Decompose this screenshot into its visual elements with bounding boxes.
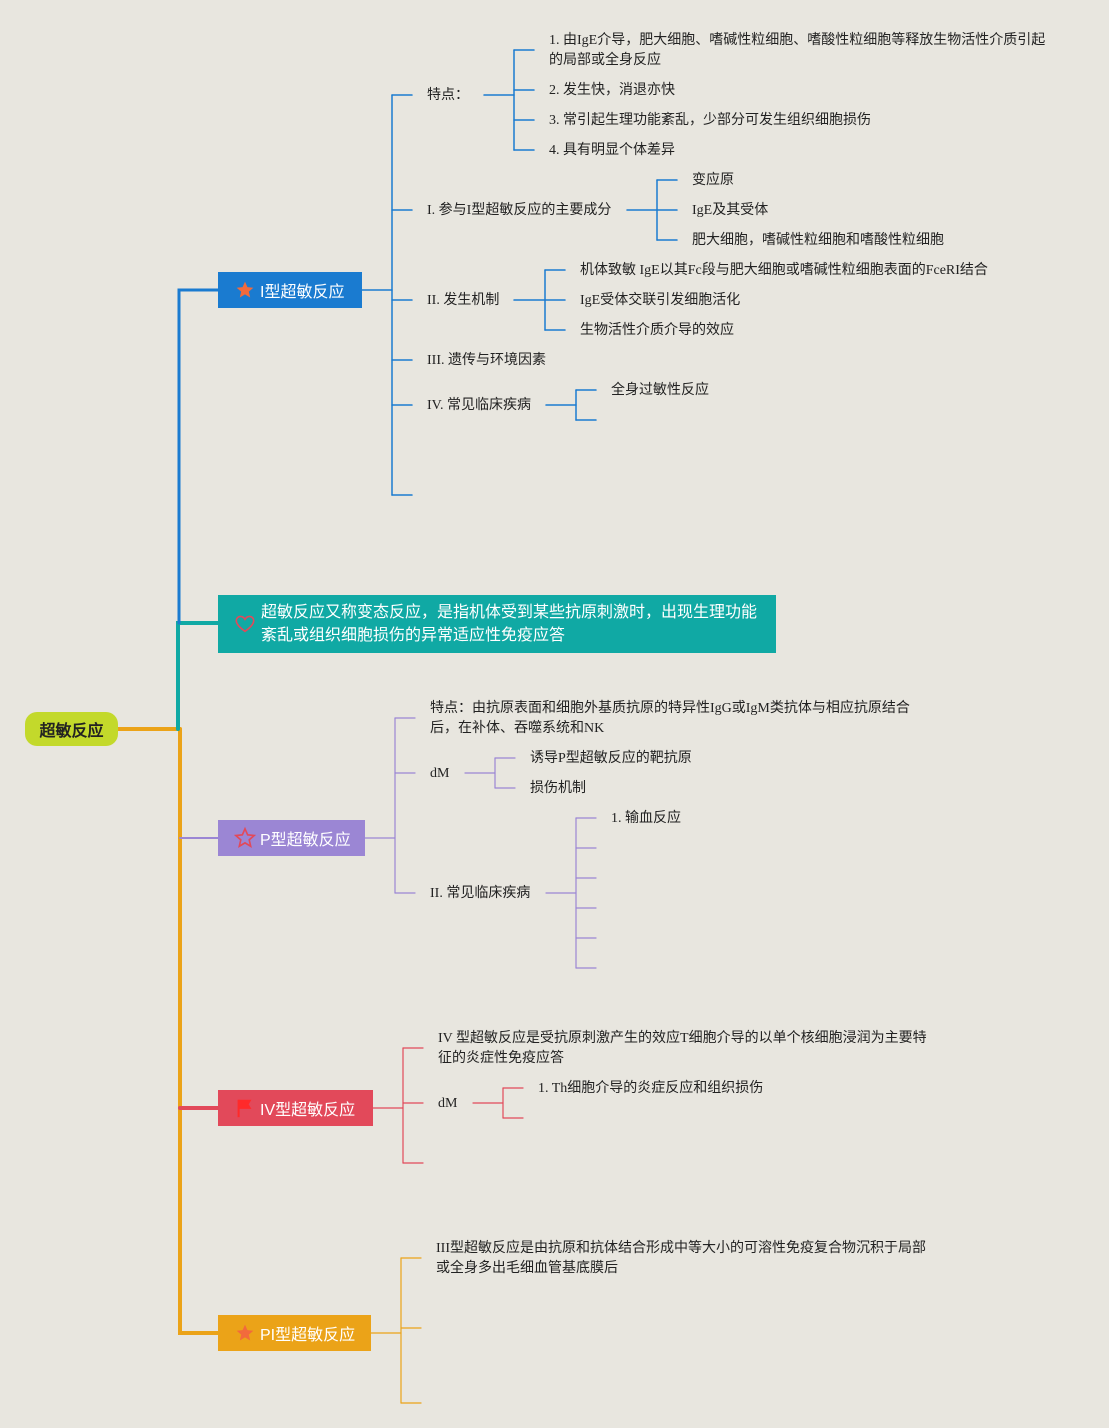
type3-node[interactable]: PI型超敏反应 (218, 1315, 371, 1351)
root-label: 超敏反应 (39, 723, 104, 740)
type4-feature: IV 型超敏反应是受抗原刺激产生的效应T细胞介导的以单个核细胞浸润为主要特征的炎… (438, 1031, 927, 1066)
type4-label: IV型超敏反应 (260, 1102, 356, 1119)
type3-feature: III型超敏反应是由抗原和抗体结合形成中等大小的可溶性免疫复合物沉积于局部或全身… (436, 1241, 926, 1276)
type3-label: PI型超敏反应 (260, 1327, 356, 1344)
type4-dm-label: dM (438, 1096, 458, 1111)
type2-dm-item-1: 诱导P型超敏反应的靶抗原 (530, 751, 692, 766)
type1-diseases-label: IV. 常见临床疾病 (427, 398, 531, 413)
type1-label: I型超敏反应 (260, 284, 345, 301)
type4-dm-item-1: 1. Th细胞介导的炎症反应和组织损伤 (538, 1081, 764, 1096)
type4-node[interactable]: IV型超敏反应 (218, 1090, 373, 1126)
star-filled-icon (234, 1322, 256, 1344)
definition-text: 超敏反应又称变态反应，是指机体受到某些抗原刺激时，出现生理功能紊乱或组织细胞损伤… (261, 604, 758, 644)
type1-disease-1: 全身过敏性反应 (611, 383, 709, 398)
type2-dm-label: dM (430, 766, 450, 781)
type2-feature: 特点：由抗原表面和细胞外基质抗原的特异性IgG或IgM类抗体与相应抗原结合后，在… (430, 701, 910, 736)
type1-mechanism-3: 生物活性介质介导的效应 (580, 323, 734, 338)
type2-node[interactable]: P型超敏反应 (218, 820, 365, 856)
type1-feature-4: 4. 具有明显个体差异 (549, 143, 675, 158)
type1-mechanism-label: II. 发生机制 (427, 293, 500, 308)
type2-label: P型超敏反应 (260, 832, 351, 849)
star-outline-icon (234, 826, 256, 849)
flag-icon (234, 1097, 256, 1119)
type1-feature-3: 3. 常引起生理功能紊乱，少部分可发生组织细胞损伤 (549, 113, 871, 128)
type1-node[interactable]: I型超敏反应 (218, 272, 362, 308)
type1-component-1: 变应原 (692, 173, 734, 188)
type2-diseases-label: II. 常见临床疾病 (430, 886, 531, 901)
type1-genetics-label: III. 遗传与环境因素 (427, 353, 546, 368)
type1-mechanism-2: IgE受体交联引发细胞活化 (580, 293, 741, 308)
root-node[interactable]: 超敏反应 (25, 712, 118, 746)
type2-dm-item-2: 损伤机制 (530, 781, 586, 796)
type1-components-label: I. 参与I型超敏反应的主要成分 (427, 203, 612, 218)
star-filled-icon (234, 279, 256, 301)
heart-outline-icon (234, 613, 256, 635)
type1-feature-1: 1. 由IgE介导，肥大细胞、嗜碱性粒细胞、嗜酸性粒细胞等释放生物活性介质引起的… (549, 33, 1046, 68)
type1-feature-2: 2. 发生快，消退亦快 (549, 83, 675, 98)
type2-disease-1: 1. 输血反应 (611, 811, 681, 826)
type1-component-2: IgE及其受体 (692, 203, 769, 218)
type1-component-3: 肥大细胞，嗜碱性粒细胞和嗜酸性粒细胞 (692, 233, 944, 248)
type1-mechanism-1: 机体致敏 IgE以其Fc段与肥大细胞或嗜碱性粒细胞表面的FceRI结合 (580, 263, 988, 278)
definition-node[interactable]: 超敏反应又称变态反应，是指机体受到某些抗原刺激时，出现生理功能紊乱或组织细胞损伤… (218, 595, 776, 653)
type1-features-label: 特点： (427, 88, 469, 103)
